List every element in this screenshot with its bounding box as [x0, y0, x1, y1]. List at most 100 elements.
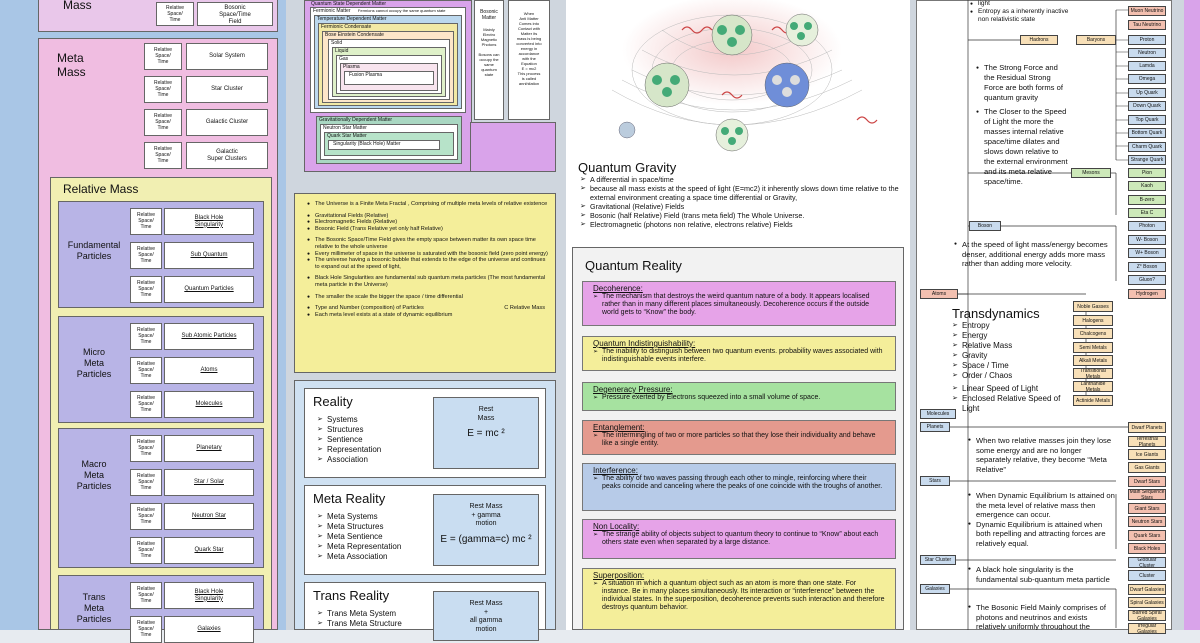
meta-item-rst-label: Relative Space/ Time — [153, 80, 173, 98]
bec-label: Bose Einstein Condensate — [325, 32, 384, 38]
fermion-note: Fermions cannot occupy the same quantum … — [357, 8, 446, 13]
universe-line-text: The smaller the scale the bigger the spa… — [315, 293, 463, 300]
tree-node-leaf: Dwarf Planets — [1128, 422, 1166, 433]
group-item-name-label: Star / Solar — [193, 479, 224, 485]
right-top-item-2: Entropy as a inherently inactive non rel… — [970, 8, 1080, 24]
tree-leaf-label: Lamda — [1139, 63, 1155, 69]
tree-node-label: Planets — [926, 424, 944, 430]
universe-list: The Universe is a Finite Meta Fractal , … — [295, 194, 555, 318]
group-item-name: Sub Atomic Particles — [164, 323, 254, 350]
tree-leaf-label: Alkali Metals — [1078, 357, 1108, 364]
matter-side-box — [470, 122, 556, 172]
quantum-card-title: Non Locality: — [593, 522, 640, 531]
tree-node-leaf: Neutron Stars — [1128, 516, 1166, 527]
tree-node-leaf: Semi Metals — [1073, 342, 1113, 353]
reality-list: SystemsStructuresSentienceRepresentation… — [317, 415, 437, 465]
gas-label: Gas — [339, 56, 349, 62]
quantum-card-title: Entanglement: — [593, 423, 645, 432]
tree-node-leaf: Actinide Metals — [1073, 395, 1113, 406]
universe-line: The Universe is a Finite Meta Fractal , … — [307, 201, 549, 208]
tree-node-leaf: W- Boson — [1128, 235, 1166, 245]
quantum-gravity: Quantum Gravity A differential in space/… — [578, 160, 904, 229]
reality-item: Meta Sentience — [317, 532, 437, 542]
dynamic-text: When Dynamic Equilibrium Is attained on … — [966, 491, 1116, 549]
tree-leaf-label: Semi Metals — [1079, 344, 1107, 351]
tree-node-category: Galaxies — [920, 584, 950, 594]
tree-leaf-label: Photon — [1139, 223, 1155, 229]
formula-top: Rest Mass — [477, 406, 495, 422]
formula-box: Rest Mass + all gamma motion — [433, 591, 539, 641]
meta-item-name: Solar System — [186, 43, 268, 70]
tree-node-leaf: Alkali Metals — [1073, 355, 1113, 366]
quantum-card-body: Pressure exerted by Electrons squeezed i… — [602, 394, 821, 401]
right-top-list: light Entropy as a inherently inactive n… — [968, 0, 1080, 24]
fermionic-label: Fermionic Matter Fermions cannot occupy … — [311, 8, 465, 14]
tree-node-leaf: Transitional Metals — [1073, 368, 1113, 379]
bh-list: A black hole singularity is the fundamen… — [966, 565, 1116, 584]
reality-title: Meta Reality — [313, 491, 386, 506]
group-item-rst-label: Relative Space/ Time — [136, 246, 156, 264]
reality-item: Meta Representation — [317, 542, 437, 552]
reality-title: Reality — [313, 394, 353, 409]
reality-card: Trans RealityTrans Meta SystemTrans Meta… — [304, 582, 546, 641]
strong-force-text: The Strong Force and the Residual Strong… — [970, 63, 1070, 187]
formula-top: Rest Mass + gamma motion — [469, 503, 503, 527]
formula-box: Rest Mass + gamma motion E = (gamma=c) mc… — [433, 494, 539, 566]
quantum-card-body: The strange ability of objects subject t… — [602, 531, 879, 546]
transdynamics-item: Order / Chaos — [952, 371, 1072, 381]
reality-item: Structures — [317, 425, 437, 435]
group-item-rst: Relative Space/ Time — [130, 276, 162, 303]
reality-item: Meta Association — [317, 552, 437, 562]
quantum-card: Quantum Indistinguishability:➢The inabil… — [582, 336, 896, 371]
tree-leaf-label: Black Holes — [1133, 545, 1161, 552]
quantum-gravity-item: Bosonic (half Relative) Field (trans met… — [580, 211, 904, 220]
quantum-card-text: ➢The mechanism that destroys the weird q… — [593, 293, 885, 317]
group-item-name-label: Neutron Star — [191, 513, 227, 519]
tree-node-leaf: Strange Quark — [1128, 155, 1166, 165]
tree-leaf-label: Lanthanide Metals — [1080, 381, 1106, 392]
group-item-rst-label: Relative Space/ Time — [136, 586, 156, 604]
tree-node-category: Hadrons — [1020, 35, 1058, 45]
tree-node-leaf: Irregular Galaxies — [1128, 623, 1166, 634]
quantum-card-bullet: ➢ — [593, 349, 599, 355]
bosonic-matter-text: Mainly Electro Magnetic Photons Bosons c… — [478, 27, 500, 77]
quantum-card-title: Interference: — [593, 466, 638, 475]
speed-item: At the speed of light mass/energy become… — [954, 240, 1114, 269]
group-item-rst: Relative Space/ Time — [130, 208, 162, 235]
reality-item: Representation — [317, 445, 437, 455]
reality-list: Meta SystemsMeta StructuresMeta Sentienc… — [317, 512, 437, 562]
tree-node-leaf: W+ Boson — [1128, 248, 1166, 258]
tree-leaf-label: Dwarf Stars — [1133, 478, 1161, 485]
meta-item-rst: Relative Space/ Time — [144, 76, 182, 103]
quantum-card: Superposition:➢A situation in which a qu… — [582, 568, 896, 630]
quantum-card-bullet: ➢ — [593, 395, 599, 401]
tree-leaf-label: Barred Spiral Galaxies — [1132, 610, 1162, 621]
tree-node-leaf: Noble Gasses — [1073, 301, 1113, 312]
group-item-name: Sub Quantum — [164, 242, 254, 269]
tree-node-leaf: Photon — [1128, 221, 1166, 231]
group-item-rst-label: Relative Space/ Time — [136, 361, 156, 379]
meta-item-rst-label: Relative Space/ Time — [153, 47, 173, 65]
meta-item-rst-label: Relative Space/ Time — [153, 146, 173, 164]
tree-leaf-label: Pion — [1141, 170, 1152, 176]
tree-node-label: Star Cluster — [924, 557, 952, 563]
speed-text: At the speed of light mass/energy become… — [952, 240, 1114, 269]
tree-node-label: Molecules — [926, 411, 950, 417]
reality-item: Systems — [317, 415, 437, 425]
group-item-name: Star / Solar — [164, 469, 254, 496]
group-item-name: Quark Star — [164, 537, 254, 564]
tree-node-leaf: Ice Giants — [1128, 449, 1166, 460]
quantum-gravity-list: A differential in space/timebecause all … — [578, 175, 904, 229]
group-item-name: Atoms — [164, 357, 254, 384]
tree-leaf-label: Charm Quark — [1131, 144, 1162, 150]
quantum-reality-title: Quantum Reality — [585, 258, 682, 273]
universe-line-text: The Universe is a Finite Meta Fractal , … — [315, 201, 548, 207]
formula: E = (gamma=c) mc ² — [440, 533, 532, 545]
tree-leaf-label: Ice Giants — [1135, 451, 1159, 458]
tree-node-leaf: Halogens — [1073, 315, 1113, 326]
tree-node-category: Baryons — [1076, 35, 1116, 45]
quantum-card-text: ➢The inability to distinguish between tw… — [593, 348, 885, 364]
mass-rst-label: Relative Space/ Time — [165, 5, 185, 23]
anti-matter-box: When Anti Matter Comes into Contact with… — [508, 0, 550, 120]
meta-item-name-label: Solar System — [209, 53, 245, 59]
